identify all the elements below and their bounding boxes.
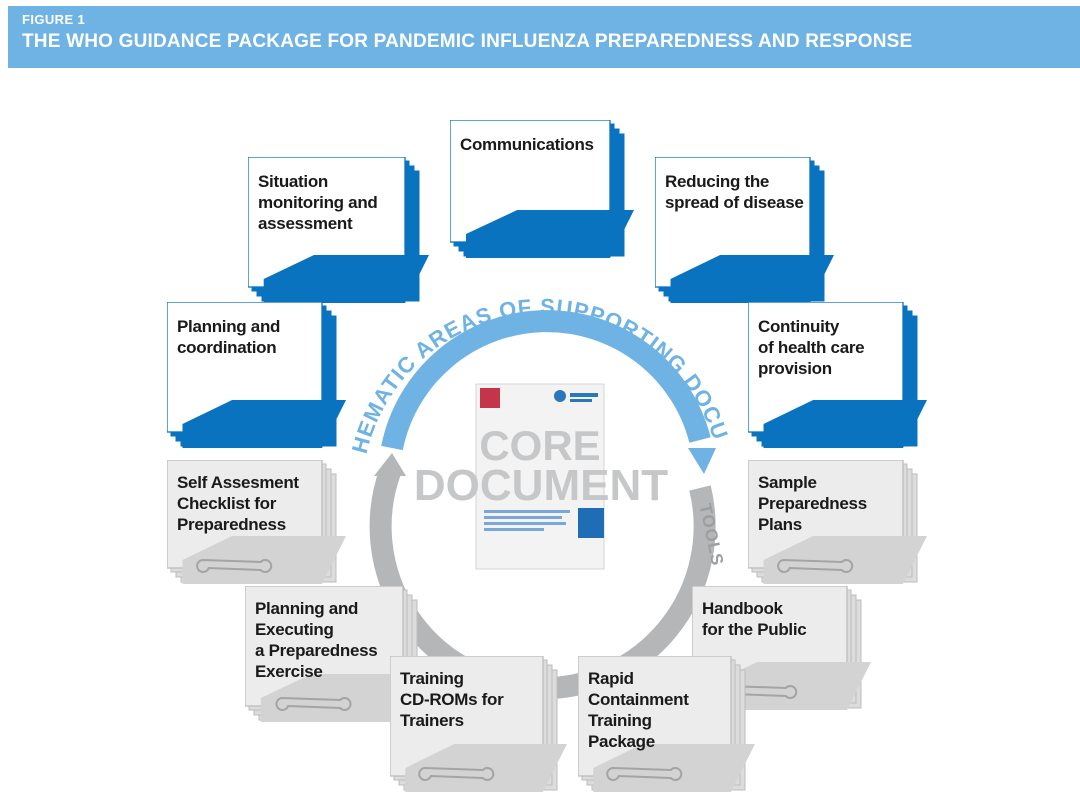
figure-label: FIGURE 1 <box>22 12 86 27</box>
doc-folder-graphic <box>450 120 634 258</box>
doc-folder-graphic <box>248 157 429 303</box>
doc-situation-monitoring: Situation monitoring and assessment <box>248 157 435 311</box>
doc-folder-graphic <box>748 302 927 448</box>
doc-continuity-care: Continuity of health care provision <box>748 302 933 456</box>
tool-preparedness-exercise: Planning and Executing a Preparedness Ex… <box>245 586 433 730</box>
tools-arc-arrowhead <box>374 453 406 476</box>
tool-folder-graphic <box>390 656 567 792</box>
core-document-cover <box>475 383 605 570</box>
doc-communications: Communications <box>450 120 640 266</box>
tool-self-assessment: Self Assesment Checklist for Preparednes… <box>167 460 352 592</box>
thematic-arc-arrowhead <box>688 448 716 474</box>
tool-rapid-containment-label: Rapid Containment Training Package <box>588 669 689 751</box>
tool-handbook-public-label: Handbook for the Public <box>702 599 807 639</box>
wrench-icon <box>418 766 495 781</box>
wrench-icon <box>196 558 273 573</box>
tool-folder-graphic <box>748 460 927 584</box>
tool-folder-graphic <box>245 586 427 722</box>
doc-reducing-spread-label: Reducing the spread of disease <box>665 172 804 212</box>
core-document-label-line2: DOCUMENT <box>414 461 668 510</box>
doc-reducing-spread: Reducing the spread of disease <box>655 157 840 311</box>
tool-folder-graphic <box>578 656 755 792</box>
doc-situation-monitoring-label: Situation monitoring and assessment <box>258 172 378 233</box>
wrench-icon <box>275 696 352 711</box>
tool-preparedness-exercise-label: Planning and Executing a Preparedness Ex… <box>255 599 378 681</box>
doc-planning-coordination: Planning and coordination <box>167 302 352 456</box>
thematic-arc <box>381 310 711 451</box>
figure-title: THE WHO GUIDANCE PACKAGE FOR PANDEMIC IN… <box>22 31 913 52</box>
doc-planning-coordination-label: Planning and coordination <box>177 317 281 357</box>
doc-folder-graphic <box>167 302 346 448</box>
tool-sample-plans-label: Sample Preparedness Plans <box>758 473 867 534</box>
tool-rapid-containment: Rapid Containment Training Package <box>578 656 761 800</box>
wrench-icon <box>777 558 854 573</box>
wrench-icon <box>606 766 683 781</box>
doc-folder-graphic <box>655 157 834 303</box>
doc-continuity-care-label: Continuity of health care provision <box>758 317 865 378</box>
tool-training-cdroms-label: Training CD-ROMs for Trainers <box>400 669 504 730</box>
doc-communications-label: Communications <box>460 135 594 154</box>
figure-header: FIGURE 1 THE WHO GUIDANCE PACKAGE FOR PA… <box>8 6 1080 68</box>
tool-self-assessment-label: Self Assesment Checklist for Preparednes… <box>177 473 299 534</box>
tool-sample-plans: Sample Preparedness Plans <box>748 460 933 592</box>
core-document-label-line1: CORE <box>479 422 600 469</box>
tool-folder-graphic <box>167 460 346 584</box>
tool-training-cdroms: Training CD-ROMs for Trainers <box>390 656 573 800</box>
